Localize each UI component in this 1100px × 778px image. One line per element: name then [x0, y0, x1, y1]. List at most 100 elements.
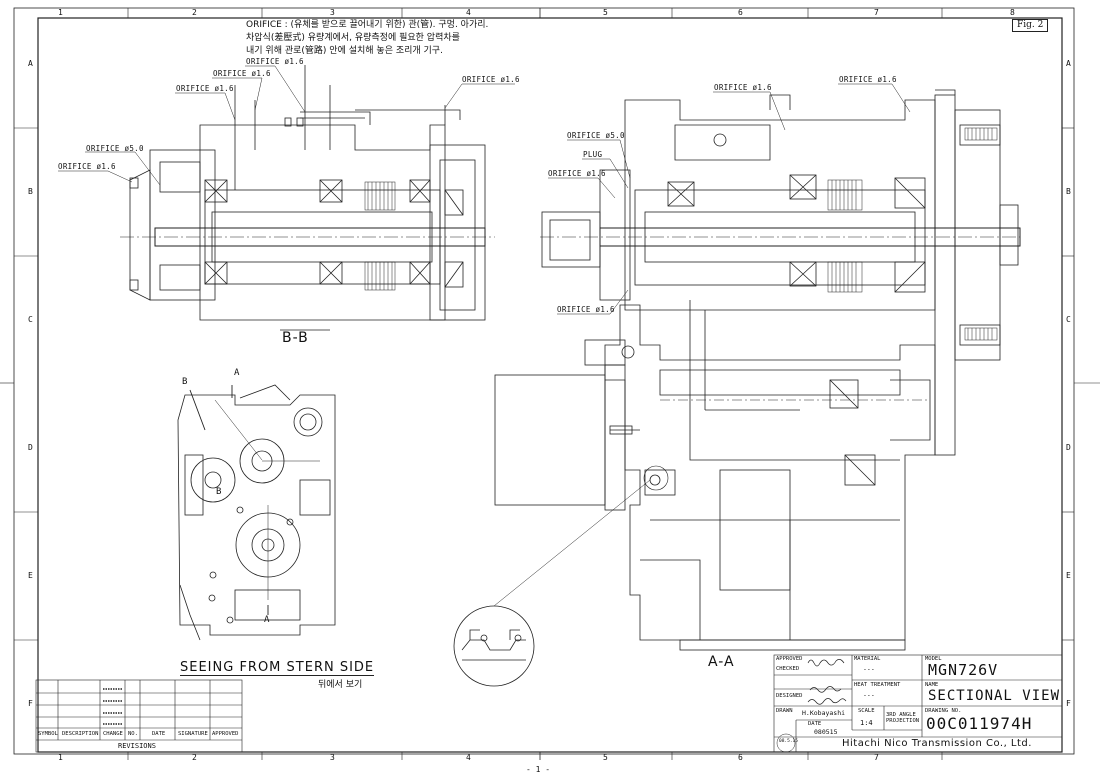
- zone-number-6-bottom: 6: [738, 753, 743, 762]
- aa-plug-callout: PLUG: [583, 150, 603, 159]
- aa-bearings: [667, 174, 926, 486]
- section-marker-a-bottom: A: [264, 615, 270, 625]
- zone-number-3: 3: [330, 8, 335, 17]
- tb-drawing-no-value: 00C011974H: [926, 714, 1033, 733]
- tb-heat-label: HEAT TREATMENT: [854, 682, 901, 688]
- signature-marks: [807, 659, 847, 705]
- note-line-3: 내기 위해 관로(管路) 안에 설치해 놓은 조리개 기구.: [246, 46, 443, 56]
- zone-number-5-bottom: 5: [603, 753, 608, 762]
- tb-date-value: 080515: [814, 728, 838, 736]
- view-label-stern-kr: 뒤에서 보기: [318, 680, 363, 690]
- aa-orifice-callout-2: ORIFICE ø1.6: [839, 75, 897, 84]
- bb-orifice-callout-3: ORIFICE ø1.6: [176, 84, 234, 93]
- zone-number-3-bottom: 3: [330, 753, 335, 762]
- zone-number-1-bottom: 1: [58, 753, 63, 762]
- zone-letter-f-right: F: [1066, 699, 1071, 708]
- section-marker-b-bottom: B: [216, 487, 222, 497]
- zone-letter-e: E: [28, 571, 33, 580]
- tb-model-label: MODEL: [925, 656, 942, 662]
- zone-number-4: 4: [466, 8, 471, 17]
- tb-stamp: 08.5.15: [779, 739, 798, 744]
- aa-orifice-callout-5: ORIFICE ø1.6: [557, 305, 615, 314]
- section-aa-drawing: [494, 89, 1021, 651]
- zone-number-5: 5: [603, 8, 608, 17]
- revisions-header-change: CHANGE: [103, 731, 123, 737]
- tb-drawn-label: DRAWN: [776, 708, 793, 714]
- tb-drawn-value: H.Kobayashi: [802, 709, 846, 717]
- zone-ticks: [14, 8, 1074, 760]
- zone-number-2: 2: [192, 8, 197, 17]
- aa-leaders: [548, 83, 911, 315]
- tb-name-label: NAME: [925, 682, 939, 688]
- zone-letter-c-right: C: [1066, 315, 1071, 324]
- page-number: - 1 -: [526, 765, 551, 774]
- bb-orifice-callout-5: ORIFICE ø5.0: [86, 144, 144, 153]
- title-block-lines: [773, 654, 1063, 753]
- revisions-header-no: NO.: [128, 731, 138, 737]
- tb-name-value: SECTIONAL VIEW: [928, 688, 1061, 704]
- zone-number-4-bottom: 4: [466, 753, 471, 762]
- revisions-header-approved: APPROVED: [212, 731, 239, 737]
- tb-model-value: MGN726V: [928, 661, 999, 679]
- bb-bearings: [204, 179, 464, 288]
- revisions-header-description: DESCRIPTION: [62, 731, 99, 737]
- aa-flange-hatch: [964, 127, 998, 341]
- zone-letter-a-right: A: [1066, 59, 1071, 68]
- revisions-header-date: DATE: [152, 731, 166, 737]
- zone-number-2-bottom: 2: [192, 753, 197, 762]
- fig-label: Fig. 2: [1012, 19, 1049, 32]
- bb-leaders: [58, 65, 515, 186]
- revisions-header-signature: SIGNATURE: [178, 731, 208, 737]
- aa-orifice-callout-1: ORIFICE ø1.6: [714, 83, 772, 92]
- aa-orifice-callout-3: ORIFICE ø5.0: [567, 131, 625, 140]
- zone-letter-f: F: [28, 699, 33, 708]
- section-marker-b-top: B: [182, 377, 188, 387]
- zone-letter-d-right: D: [1066, 443, 1071, 452]
- zone-letter-c: C: [28, 315, 33, 324]
- tb-scale-label: SCALE: [858, 708, 875, 714]
- tb-drawing-no-label: DRAWING NO.: [925, 708, 962, 714]
- bb-orifice-callout-2: ORIFICE ø1.6: [213, 69, 271, 78]
- stern-view-drawing: [177, 384, 336, 641]
- zone-letter-a: A: [28, 59, 33, 68]
- zone-letter-b: B: [28, 187, 33, 196]
- detail-circle: [453, 465, 669, 687]
- tb-material-label: MATERIAL: [854, 656, 881, 662]
- tb-projection-label: 3RD ANGLE PROJECTION: [886, 712, 920, 725]
- tb-designed-label: DESIGNED: [776, 693, 803, 699]
- aa-clutch-pack: [827, 179, 863, 293]
- bb-orifice-callout-1: ORIFICE ø1.6: [246, 57, 304, 66]
- zone-letter-d: D: [28, 443, 33, 452]
- bb-clutch-pack: [364, 181, 396, 291]
- view-label-aa: A-A: [708, 654, 735, 670]
- view-label-stern: SEEING FROM STERN SIDE: [180, 660, 375, 676]
- section-marker-a-top: A: [234, 368, 240, 378]
- tb-date-label: DATE: [808, 721, 822, 727]
- zone-number-1: 1: [58, 8, 63, 17]
- bb-orifice-callout-4: ORIFICE ø1.6: [462, 75, 520, 84]
- inner-border: [37, 17, 1063, 753]
- tb-company: Hitachi Nico Transmission Co., Ltd.: [842, 738, 1032, 749]
- revisions-header-symbol: SYMBOL: [38, 731, 58, 737]
- view-label-bb: B-B: [282, 330, 309, 346]
- tb-checked-label: CHECKED: [776, 666, 800, 672]
- tb-heat-value: ---: [863, 691, 875, 699]
- note-line-2: 차압식(差壓式) 유량계에서, 유량측정에 필요한 압력차를: [246, 33, 460, 43]
- tb-scale-value: 1:4: [860, 719, 873, 727]
- zone-number-6: 6: [738, 8, 743, 17]
- revisions-footer: REVISIONS: [118, 742, 156, 750]
- aa-orifice-callout-4: ORIFICE ø1.6: [548, 169, 606, 178]
- revisions-table-lines: [35, 679, 243, 753]
- tb-approved-label: APPROVED: [776, 656, 803, 662]
- zone-letter-b-right: B: [1066, 187, 1071, 196]
- outer-border: [13, 7, 1075, 755]
- section-bb-drawing: [120, 65, 495, 331]
- zone-letter-e-right: E: [1066, 571, 1071, 580]
- note-line-1: ORIFICE : (유체를 받으로 끌어내기 위한) 관(管). 구멍. 아가…: [246, 20, 489, 30]
- zone-number-8: 8: [1010, 8, 1015, 17]
- zone-number-7: 7: [874, 8, 879, 17]
- tb-material-value: ---: [863, 665, 875, 673]
- bb-orifice-callout-6: ORIFICE ø1.6: [58, 162, 116, 171]
- zone-number-7-bottom: 7: [874, 753, 879, 762]
